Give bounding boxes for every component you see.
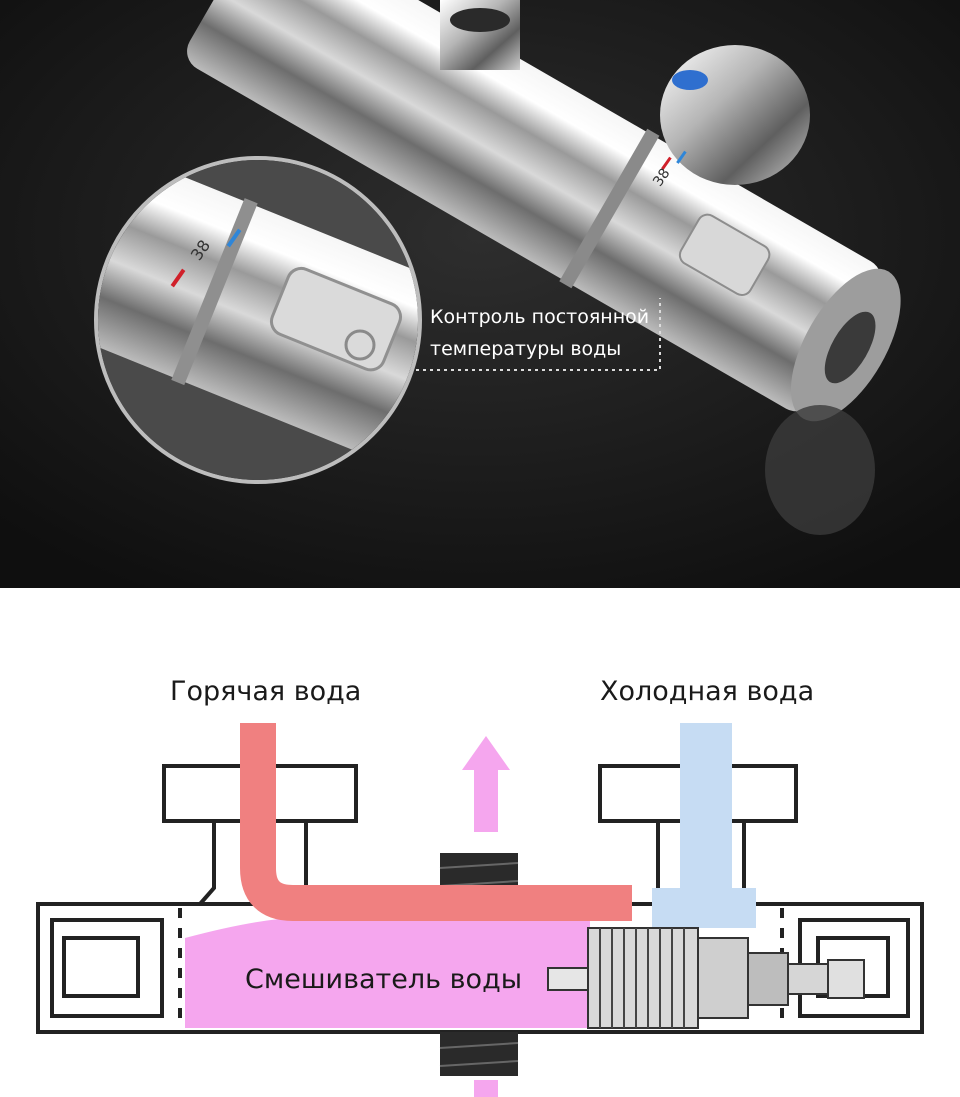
mixed-water-out-arrow [462,736,510,1097]
product-photo: 38 38 Контроль постоянной температуры во… [0,0,960,588]
valve-cross-section [36,723,924,1097]
cold-water-flow-vertical [680,723,732,898]
faucet-body [187,0,881,412]
cold-water-flow-inlet [652,888,756,928]
callout-line-2: температуры воды [430,338,622,360]
cold-scale-mark [226,228,242,248]
valve-knob [660,45,810,185]
thermostatic-cartridge [547,927,865,1029]
hot-scale-mark [170,268,186,288]
faucet-photo-illustration: 38 38 [0,0,960,588]
water-mixer-label: Смешиватель воды [245,964,523,995]
mixing-chamber [185,918,590,1028]
center-pipe-bottom [440,1032,518,1076]
zoom-circle: 38 [94,156,422,484]
cold-water-label: Холодная вода [600,676,815,707]
water-flow-diagram: Горячая вода Холодная вода Смешиватель в… [0,588,960,1097]
callout-line-1: Контроль постоянной [430,306,650,328]
hot-water-flow [240,723,632,921]
hot-water-label: Горячая вода [170,676,362,707]
